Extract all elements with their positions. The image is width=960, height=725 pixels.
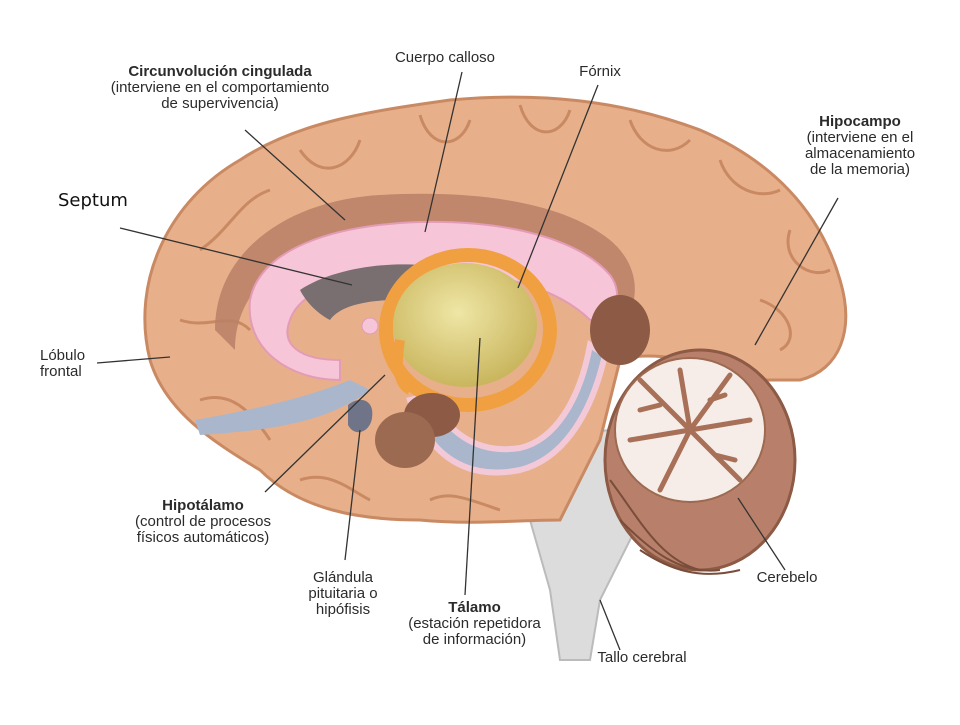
label-line: Lóbulo [40,347,86,364]
label-title: Tallo cerebral [597,649,687,666]
label-talamo: Tálamo (estación repetidora de informaci… [392,600,557,648]
label-line: de la memoria) [809,161,911,178]
label-fornix: Fórnix [565,64,635,80]
label-title: Hipocampo [819,113,901,130]
label-line: (control de procesos [135,513,271,530]
leader-fornix [517,84,599,289]
leader-cingulate [244,129,346,221]
anterior-commissure [361,317,379,335]
leader-septum [119,227,353,286]
label-circunvolucion-cingulada: Circunvolución cingulada (interviene en … [95,64,345,112]
label-title: Cerebelo [756,569,818,586]
label-title: Hipotálamo [162,497,244,514]
fornix-column [393,339,413,395]
leader-tallo [599,599,621,651]
leader-hipotalamo [264,374,386,493]
leader-cerebelo [737,497,786,571]
label-line: almacenamiento [804,145,916,162]
pituitary-gland [348,399,373,433]
label-line: (interviene en el [806,129,914,146]
label-line: de supervivencia) [161,95,279,112]
thalamus [393,263,537,387]
label-line: pituitaria o [308,585,378,602]
label-hipotalamo: Hipotálamo (control de procesos físicos … [118,498,288,546]
leader-corpus [424,71,463,233]
label-line: de información) [422,631,527,648]
label-title: Cuerpo calloso [394,49,496,66]
label-line: Glándula [312,569,374,586]
label-lobulo-frontal: Lóbulo frontal [40,348,100,380]
label-line: (estación repetidora [408,615,541,632]
label-title: Circunvolución cingulada [128,63,312,80]
label-line: (interviene en el comportamiento [110,79,330,96]
arbor-vitae-branches [627,367,753,493]
amygdala [375,412,435,468]
label-title: Fórnix [579,63,621,80]
label-line: frontal [40,363,82,380]
ventricle-band [195,380,370,435]
label-glandula-pituitaria: Glándula pituitaria o hipófisis [298,570,388,618]
label-tallo-cerebral: Tallo cerebral [582,650,702,666]
label-title: Tálamo [448,599,501,616]
posterior-region [590,295,650,365]
leader-lines [96,71,839,651]
label-cerebelo: Cerebelo [742,570,832,586]
leader-hipocampo [754,197,839,346]
leader-talamo [464,337,481,596]
leader-lobulo [96,356,171,364]
label-septum: Septum [58,190,128,211]
label-line: físicos automáticos) [136,529,270,546]
fornix [379,248,557,412]
septum-region [300,264,420,320]
label-hipocampo: Hipocampo (interviene en el almacenamien… [790,114,930,178]
leader-glandula [344,429,361,561]
label-line: hipófisis [315,601,371,618]
label-cuerpo-calloso: Cuerpo calloso [380,50,510,66]
cerebellum-folia [609,479,741,575]
